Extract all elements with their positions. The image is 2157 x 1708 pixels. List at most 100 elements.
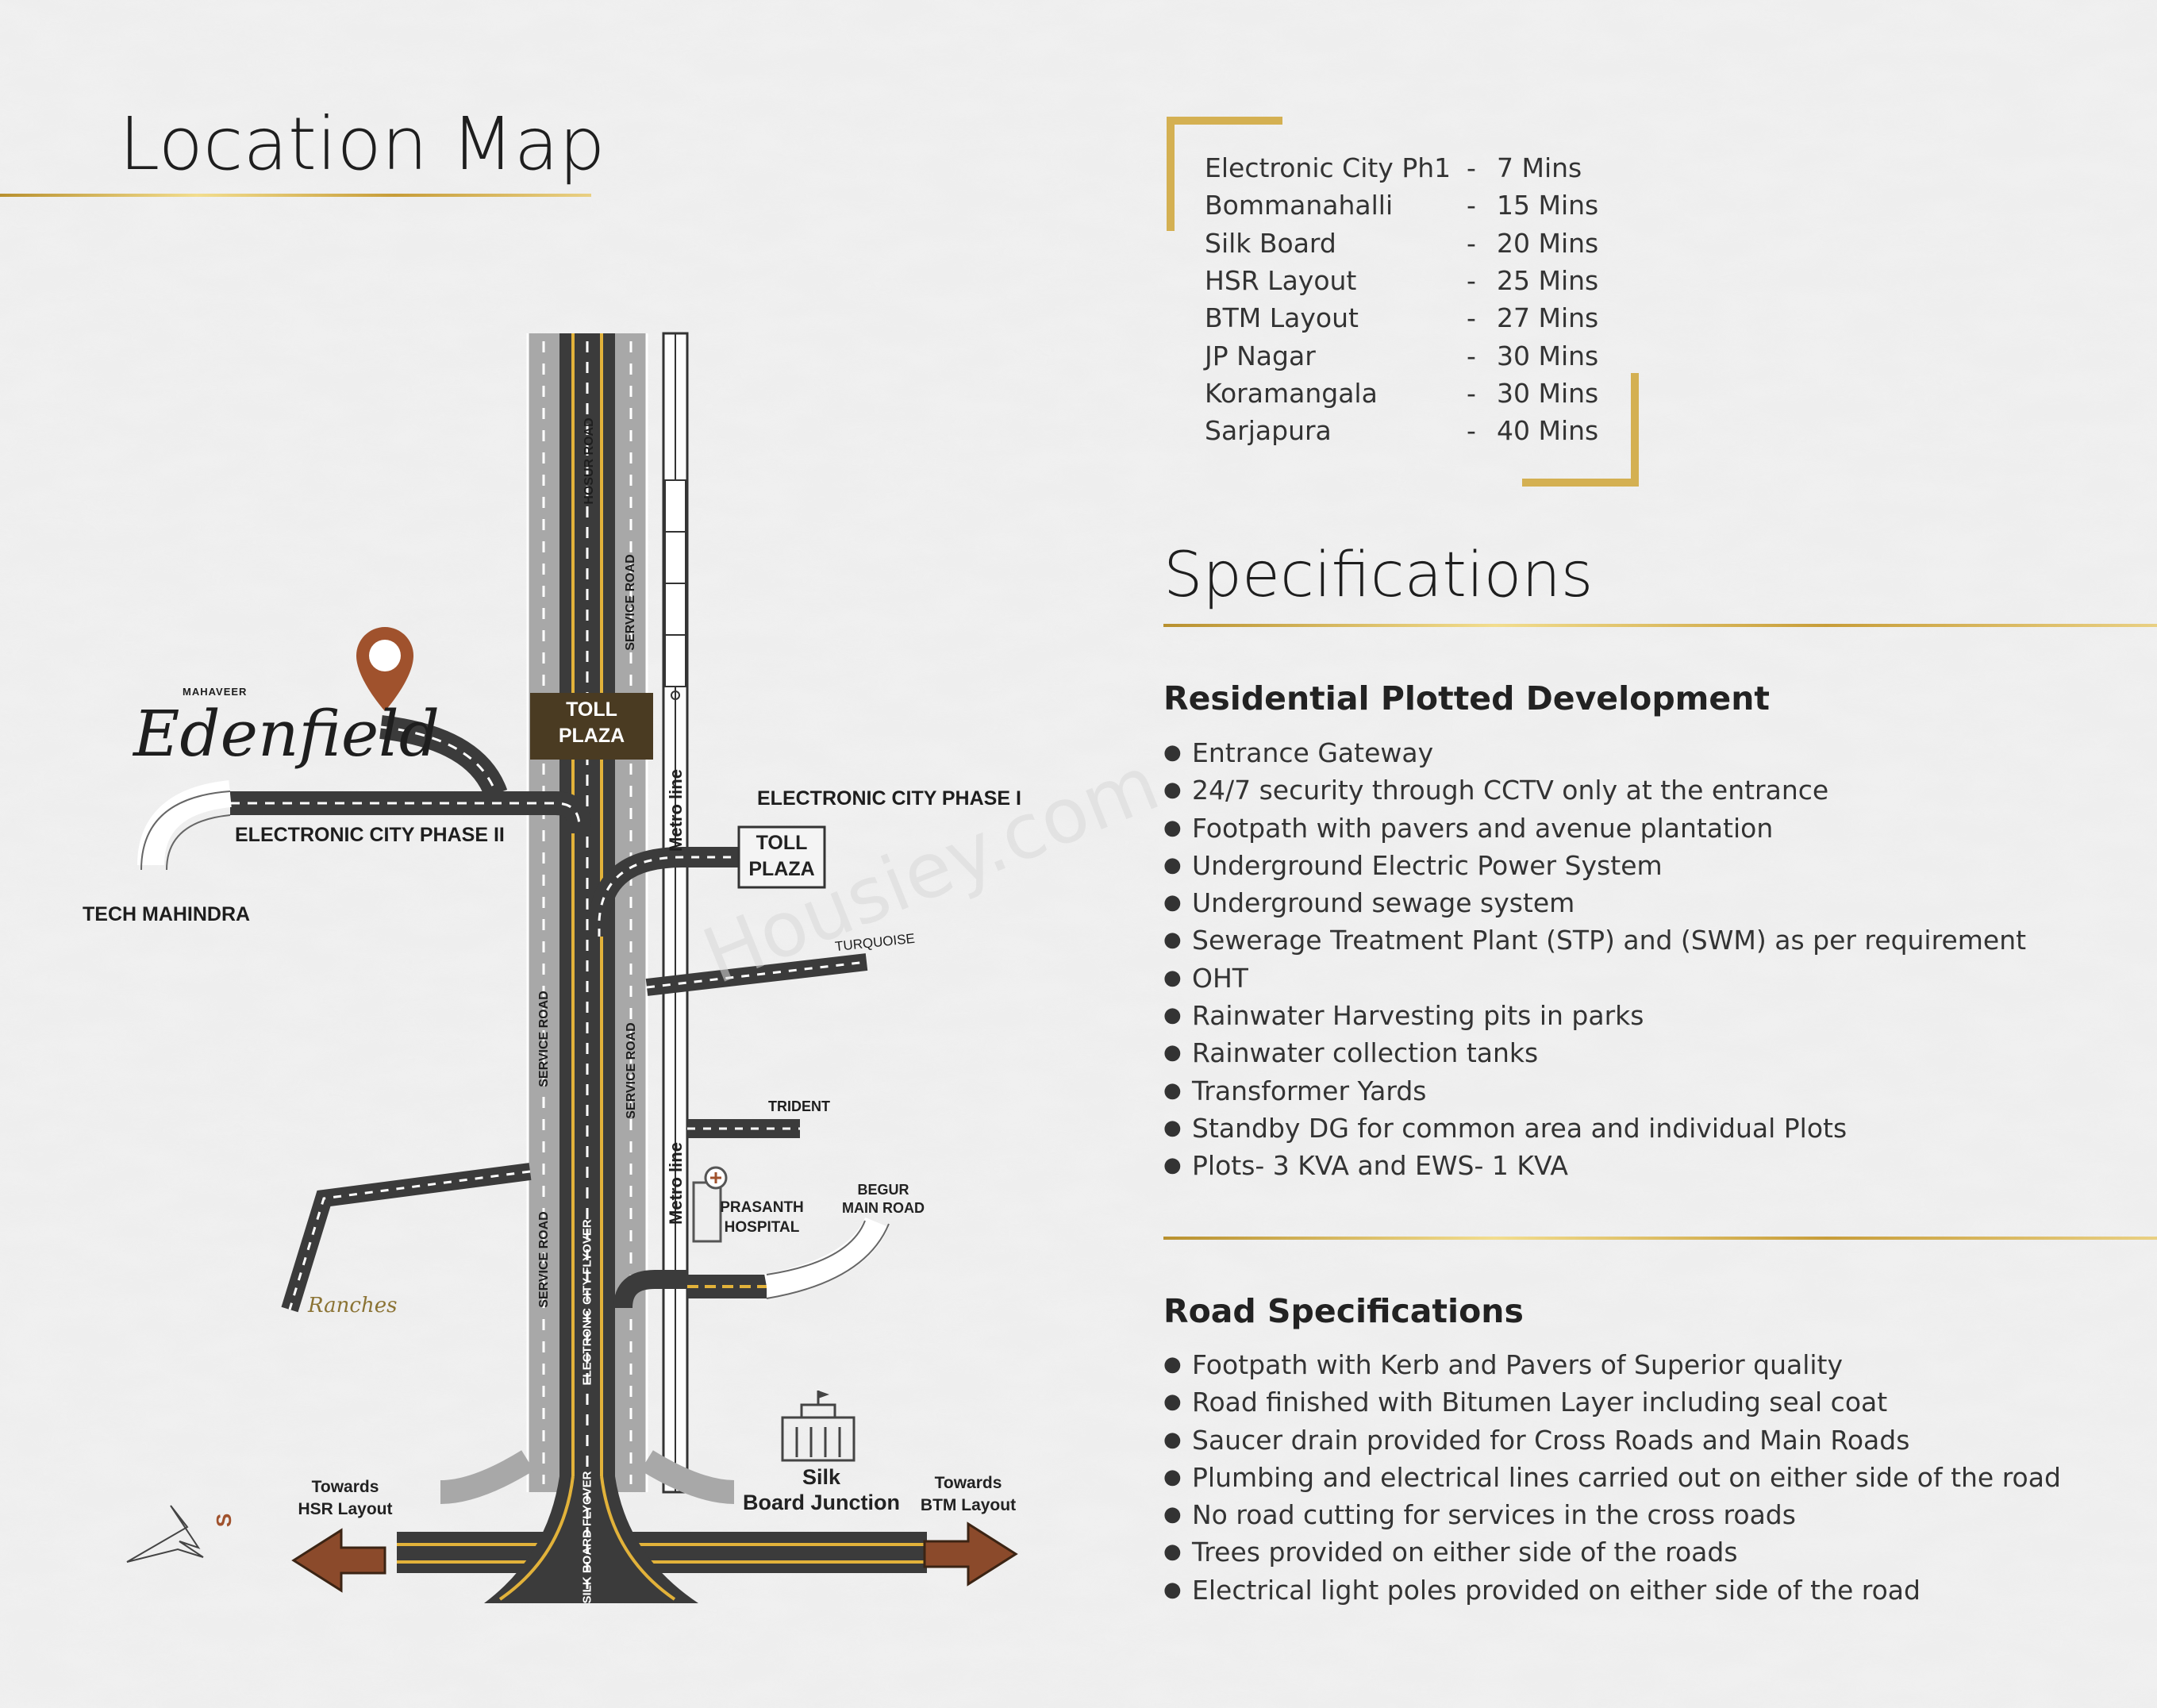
silk-board-junction-roads [397,1450,927,1603]
spec-text: Plumbing and electrical lines carried ou… [1192,1461,2061,1493]
turquoise-road [645,953,868,996]
travel-place: BTM Layout [1205,302,1359,334]
travel-separator: - [1467,340,1476,371]
travel-place: Bommanahalli [1205,190,1394,221]
bullet-icon: ● [1163,815,1182,840]
bullet-icon: ● [1163,1502,1182,1527]
spec-list-item: ● OHT [1163,960,2026,997]
ecity-phase-2-label: ELECTRONIC CITY PHASE II [235,824,505,846]
spec-text: Trees provided on either side of the roa… [1192,1537,1738,1568]
trident-road [687,1119,800,1138]
spec-text: Footpath with pavers and avenue plantati… [1192,812,1774,844]
travel-place: Koramangala [1205,377,1378,409]
spec-list-item: ● Footpath with pavers and avenue plantat… [1163,810,2026,847]
hosur-road-label: HOSUR ROAD [583,417,596,505]
travel-row: JP Nagar -30 Mins [1205,337,1649,374]
spec-text: Entrance Gateway [1192,737,1434,768]
ranches-logo: Ranches [308,1294,398,1318]
compass-south-label: S [212,1513,236,1528]
section-divider [1163,1237,2157,1240]
travel-time: 40 Mins [1497,415,1599,447]
spec-list-item: ● Saucer drain provided for Cross Roads a… [1163,1421,2061,1459]
spec-list-item: ●No road cutting for services in the cro… [1163,1496,2061,1533]
travel-place: JP Nagar [1205,340,1316,371]
bullet-icon: ● [1163,928,1182,952]
travel-time: 20 Mins [1497,227,1599,259]
spec-text: Standby DG for common area and individua… [1192,1112,1847,1144]
bullet-icon: ● [1163,1003,1182,1028]
bullet-icon: ● [1163,965,1182,990]
travel-separator: - [1467,377,1476,409]
metro-line-label-2: Metro line [666,1142,686,1225]
travel-time: 30 Mins [1497,340,1599,371]
residential-spec-list: ●Entrance Gateway●24/7 security through … [1163,734,2026,1185]
travel-row: Koramangala-30 Mins [1205,375,1649,412]
travel-separator: - [1467,415,1476,447]
spec-list-item: ● Underground sewage system [1163,884,2026,921]
travel-time: 15 Mins [1497,190,1599,221]
building-icon [781,1391,855,1462]
location-title-underline [0,194,591,197]
travel-row: HSR Layout-25 Mins [1205,262,1649,299]
spec-list-item: ● Transformer Yards [1163,1072,2026,1110]
ranches-road [281,1163,532,1313]
service-road-label-top-right: SERVICE ROAD [624,554,637,651]
travel-row: Silk Board-20 Mins [1205,225,1649,262]
trident-label: TRIDENT [768,1098,830,1114]
spec-text: Plots- 3 KVA and EWS- 1 KVA [1192,1150,1569,1182]
bullet-icon: ● [1163,1041,1182,1065]
arrow-right-icon [923,1521,1018,1587]
service-road-label-bottom-left: SERVICE ROAD [537,1211,551,1308]
service-road-label-mid-right: SERVICE ROAD [625,1022,638,1119]
begur-road [613,1217,890,1309]
spec-text: Electrical light poles provided on eithe… [1192,1574,1921,1606]
travel-place: HSR Layout [1205,265,1357,297]
bullet-icon: ● [1163,891,1182,915]
spec-list-item: ●Trees provided on either side of the ro… [1163,1533,2061,1571]
spec-text: Saucer drain provided for Cross Roads an… [1192,1424,1910,1456]
spec-list-item: ● Footpath with Kerb and Pavers of Superi… [1163,1346,2061,1383]
silk-board-flyover-label: SILK BOARD FLYOVER [580,1471,594,1604]
bullet-icon: ● [1163,1464,1182,1489]
bullet-icon: ● [1163,1352,1182,1376]
bullet-icon: ● [1163,741,1182,764]
spec-text: Transformer Yards [1192,1075,1427,1106]
spec-text: Underground Electric Power System [1192,849,1663,881]
bullet-icon: ● [1163,1115,1182,1140]
spec-text: Footpath with Kerb and Pavers of Superio… [1192,1349,1844,1380]
travel-row: Electronic City Ph1-7 Mins [1205,149,1649,187]
spec-text: Rainwater collection tanks [1192,1037,1539,1069]
travel-separator: - [1467,302,1476,334]
travel-separator: - [1467,152,1476,184]
project-name-logo: Edenfield [133,697,440,771]
spec-text: Underground sewage system [1192,887,1575,919]
compass-icon [126,1505,204,1563]
spec-text: 24/7 security through CCTV only at the e… [1192,775,1829,806]
tech-mahindra-label: TECH MAHINDRA [83,903,251,925]
travel-time: 27 Mins [1497,302,1599,334]
ecity-flyover-label: ELECTRONIC CITY FLYOVER [580,1219,594,1386]
spec-list-item: ●Rainwater Harvesting pits in parks [1163,997,2026,1034]
travel-time: 25 Mins [1497,265,1599,297]
road-heading: Road Specifications [1163,1292,1524,1330]
spec-text: OHT [1192,962,1248,994]
arrow-left-icon [291,1528,386,1593]
bullet-icon: ● [1163,1153,1182,1178]
travel-row: BTM Layout -27 Mins [1205,299,1649,337]
bullet-icon: ● [1163,1078,1182,1102]
spec-list-item: ● Entrance Gateway [1163,734,2026,771]
spec-list-item: ● Plots- 3 KVA and EWS- 1 KVA [1163,1147,2026,1184]
specifications-underline [1163,624,2157,627]
spec-list-item: ●24/7 security through CCTV only at the … [1163,771,2026,809]
bullet-icon: ● [1163,1577,1182,1602]
residential-heading: Residential Plotted Development [1163,679,1770,717]
bullet-icon: ● [1163,1427,1182,1452]
travel-frame-bottom-right [1522,373,1639,487]
project-brand: MAHAVEER [183,686,248,698]
